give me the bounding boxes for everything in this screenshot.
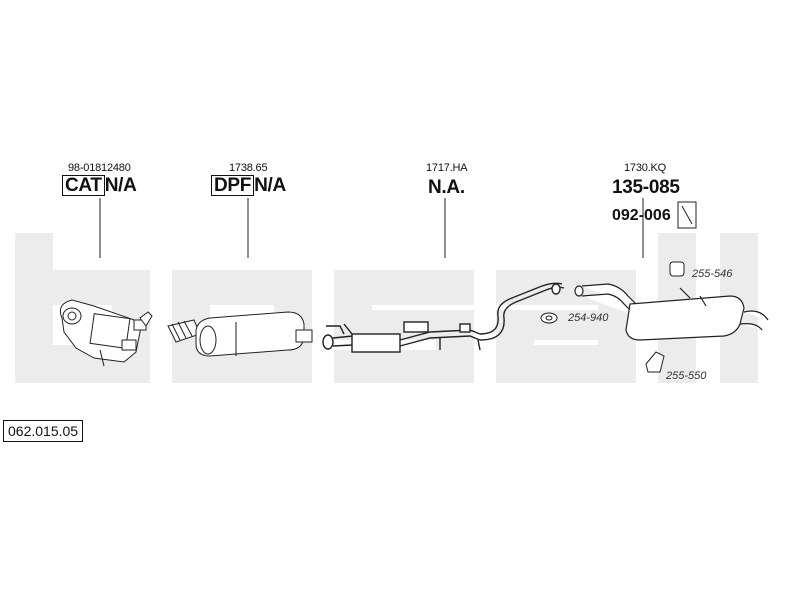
oe-number-centre: 1717.HA: [426, 162, 468, 174]
cat-part-number: N/A: [104, 175, 137, 196]
oe-number-dpf: 1738.65: [229, 162, 268, 174]
fitting-254-940: 254-940: [568, 312, 609, 324]
rear-part-number: 135-085: [612, 177, 680, 198]
dpf-box-label: DPF: [211, 175, 255, 196]
centre-pipe-icon: [322, 282, 565, 353]
fitting-255-550: 255-550: [666, 370, 707, 382]
diagram-reference: 062.015.05: [3, 420, 84, 442]
leader-lines: [99, 198, 644, 258]
catalytic-converter-icon: [59, 299, 153, 367]
oe-number-cat: 98-01812480: [68, 162, 131, 174]
fittings-icons: [540, 201, 697, 373]
cat-box-label: CAT: [62, 175, 105, 196]
rear-mount-part-number: 092-006: [612, 207, 671, 224]
rear-silencer-icon: [574, 283, 769, 341]
oe-number-rear: 1730.KQ: [624, 162, 667, 174]
dpf-part-number: N/A: [254, 175, 286, 196]
centre-part-number: N.A.: [428, 177, 465, 198]
fitting-255-546: 255-546: [692, 268, 733, 280]
particulate-filter-icon: [167, 311, 313, 357]
